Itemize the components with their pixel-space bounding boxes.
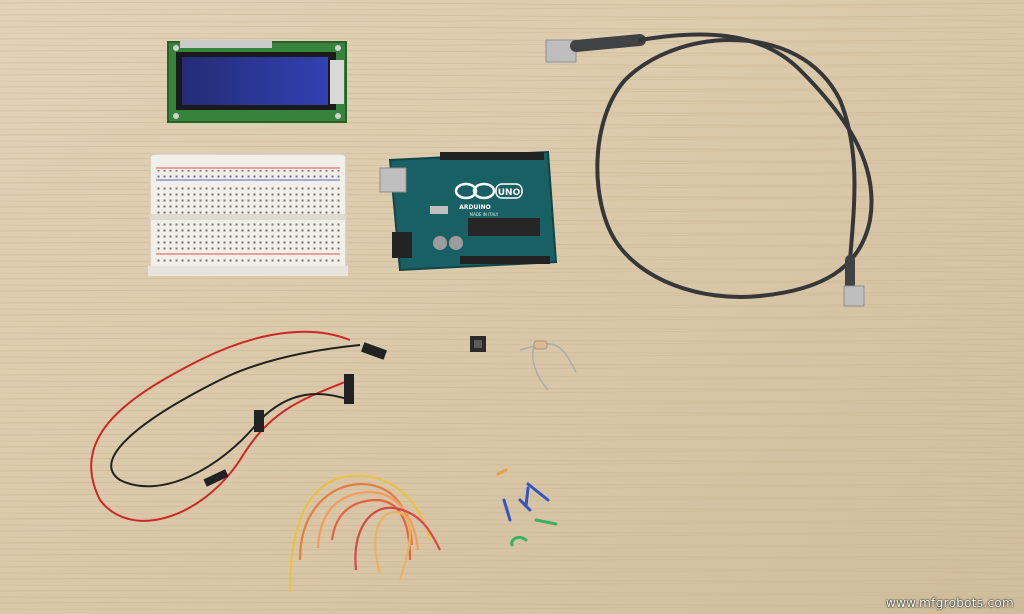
board-logo-text: ARDUINO [459,204,490,211]
resistor [519,340,577,391]
arduino-logo: UNO ARDUINO MADE IN ITALY [454,182,523,217]
board-model-text: UNO [498,188,521,198]
usb-cable [545,32,874,307]
arduino-uno-board: UNO ARDUINO MADE IN ITALY [379,150,558,272]
breadboard [148,153,348,276]
small-jumper-wires [496,468,558,547]
orange-wire-bundle [288,474,441,593]
board-made-in-text: MADE IN ITALY [470,212,499,217]
red-black-jumper-wires [90,330,387,522]
watermark-text: www.mfgrobots.com [885,596,1014,610]
lcd-module [167,40,347,123]
push-button [470,336,486,352]
